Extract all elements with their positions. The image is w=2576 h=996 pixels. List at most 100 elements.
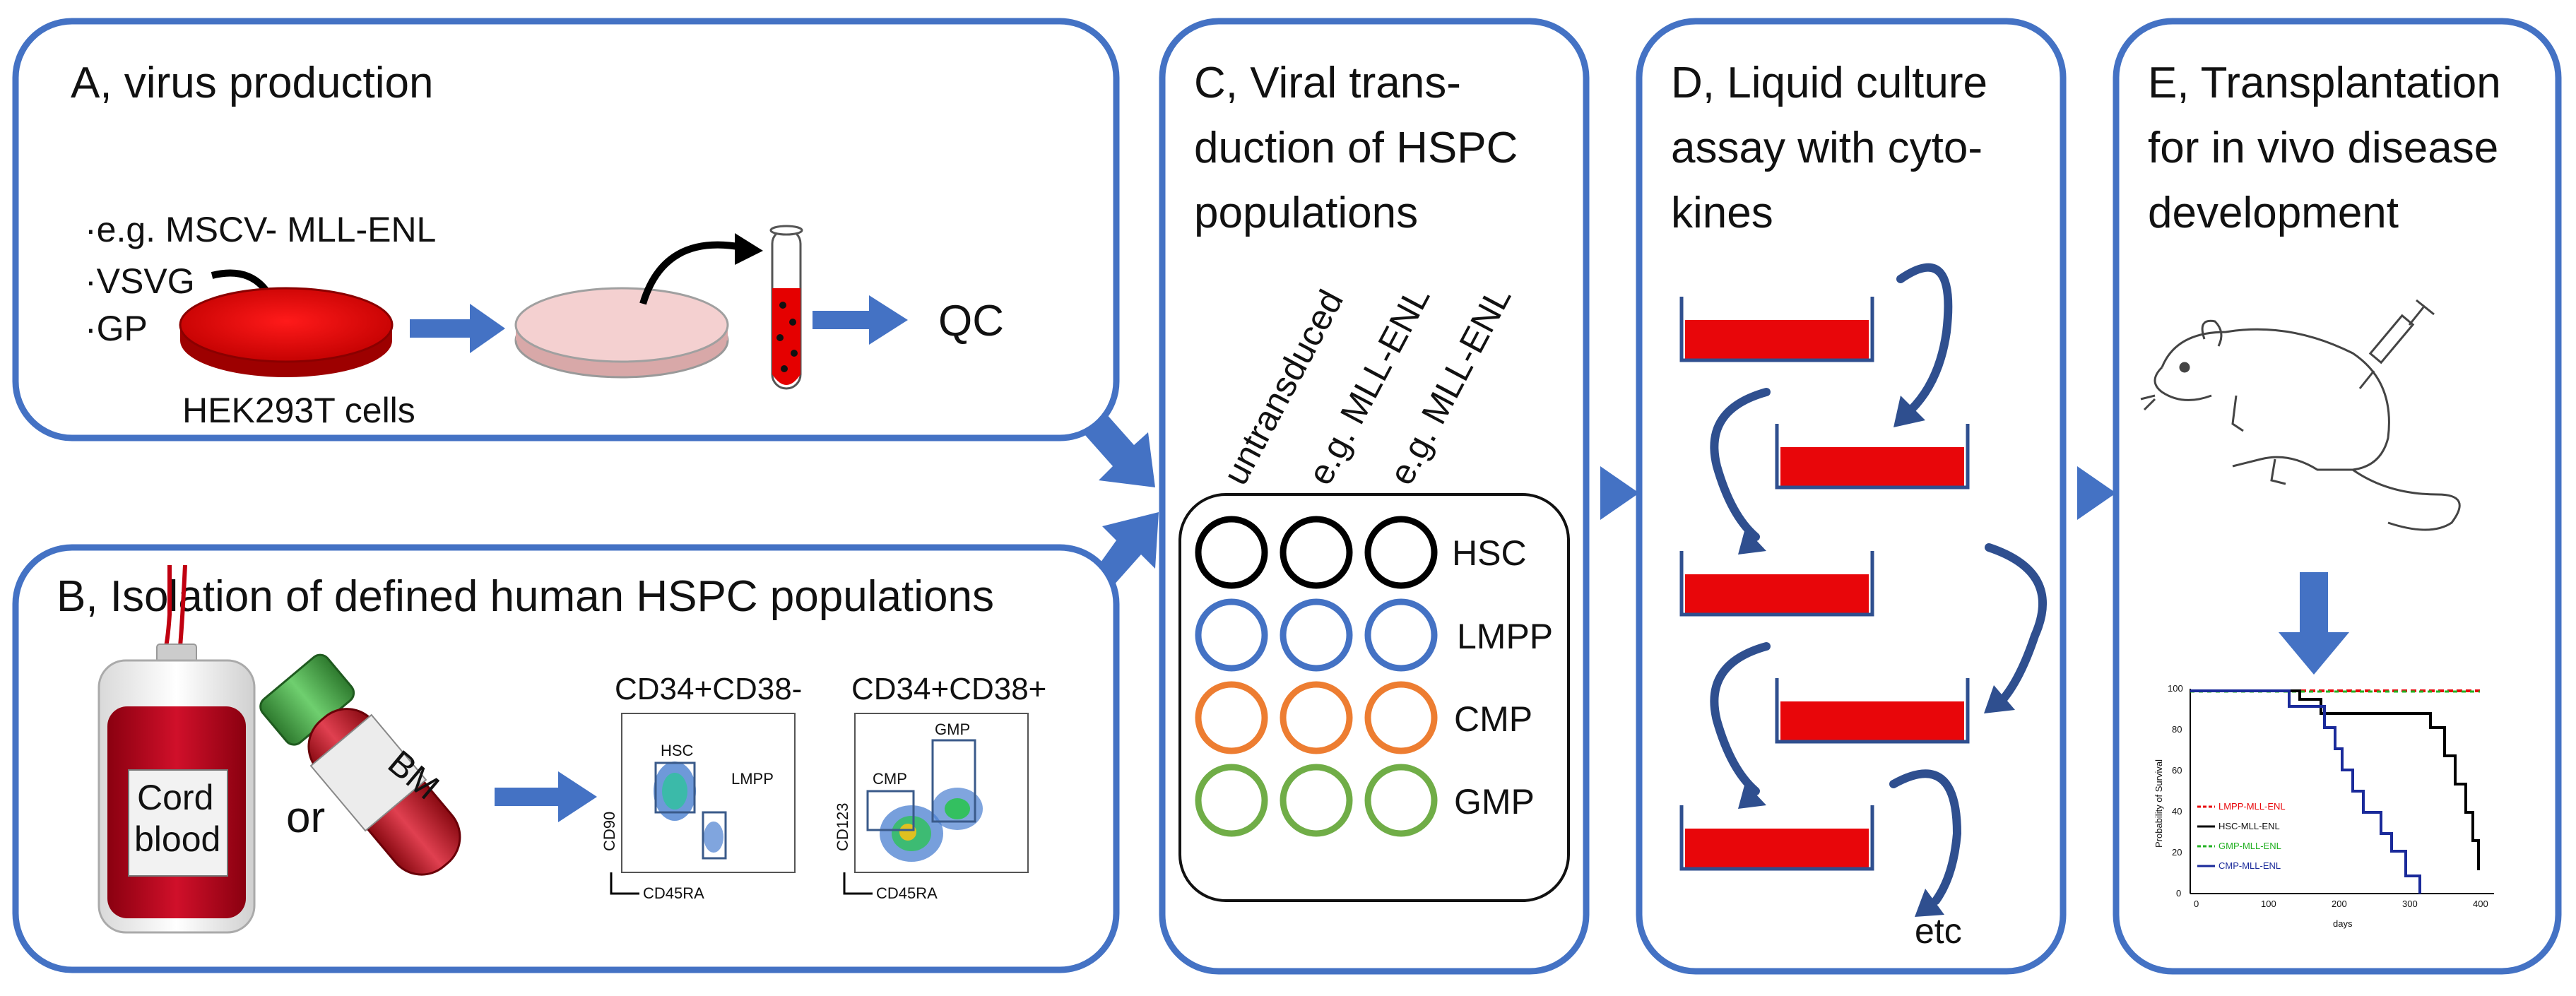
panel-c-title-line-3: populations — [1194, 189, 1418, 237]
facs-plot-1-title: CD34+CD38- — [615, 672, 802, 706]
virus-tube — [769, 225, 803, 390]
panel-e-title-line-2: for in vivo disease — [2148, 124, 2498, 172]
panel-c-title-line-1: C, Viral trans- — [1194, 59, 1461, 107]
flow-arrow-down-icon — [2279, 572, 2349, 675]
xtick-400: 400 — [2473, 899, 2488, 909]
panel-e: E, Transplantation for in vivo disease d… — [2113, 18, 2562, 975]
passage-arrow-icon — [1710, 642, 1771, 795]
panel-e-title-line-1: E, Transplantation — [2148, 59, 2501, 107]
gate-label-cmp: CMP — [873, 770, 907, 788]
xtick-200: 200 — [2332, 899, 2347, 909]
well-hsc-2 — [1280, 516, 1353, 589]
well-grid — [1195, 516, 1438, 837]
cells-label: HEK293T cells — [182, 391, 415, 430]
etc-label: etc — [1915, 911, 1962, 951]
well-gmp-3 — [1364, 764, 1438, 837]
gate-gmp — [931, 739, 976, 823]
panel-a: A, virus production ·e.g. MSCV- MLL-ENL … — [12, 18, 1120, 441]
gate-label-lmpp: LMPP — [731, 770, 774, 788]
arrowhead-icon — [1893, 396, 1925, 427]
panel-d: D, Liquid culture assay with cyto- kines — [1636, 18, 2067, 975]
passage-arrow-icon — [1889, 769, 1962, 905]
well-cmp-2 — [1280, 681, 1353, 754]
flow-arrow-icon — [1600, 466, 1639, 520]
flow-arrow-icon — [813, 295, 908, 345]
panel-b: B, Isolation of defined human HSPC popul… — [12, 544, 1120, 973]
xtick-0: 0 — [2194, 899, 2199, 909]
ytick-0: 0 — [2176, 888, 2181, 899]
well-hsc-1 — [1195, 516, 1268, 589]
survival-xlabel: days — [2333, 918, 2353, 929]
plasmid-label-2: ·VSVG — [85, 261, 195, 301]
ytick-labels: 0 20 40 60 80 100 — [2168, 683, 2183, 899]
survival-plot: Probability of Survival days 0 20 40 60 … — [2153, 683, 2494, 929]
ytick-60: 60 — [2172, 765, 2182, 776]
curve-hsc — [2190, 689, 2480, 870]
facs-plot-1-ylabel: CD90 — [601, 812, 618, 851]
plasmid-label-1: ·e.g. MSCV- MLL-ENL — [85, 210, 436, 249]
panel-a-title: A, virus production — [71, 59, 433, 107]
flow-arrow-icon — [2077, 466, 2116, 520]
xtick-300: 300 — [2402, 899, 2418, 909]
facs-scatter-cloud-2 — [880, 788, 983, 862]
arrowhead-icon — [735, 233, 763, 265]
flow-arrow-icon — [410, 304, 505, 353]
culture-tray-1 — [1679, 297, 1874, 362]
arrowhead-icon — [1984, 685, 2015, 713]
pink-culture-dish — [514, 287, 729, 379]
culture-tray-3 — [1679, 551, 1874, 617]
bag-label-cord: Cord — [137, 778, 213, 817]
well-lmpp-3 — [1364, 598, 1438, 672]
qc-label: QC — [938, 297, 1004, 345]
panel-b-title: B, Isolation of defined human HSPC popul… — [57, 572, 994, 621]
panel-e-title-line-3: development — [2148, 189, 2399, 237]
passage-arrow-icon — [1985, 543, 2048, 704]
plasmid-label-3: ·GP — [85, 309, 148, 348]
red-culture-dish — [179, 287, 394, 377]
harvest-arrow-icon — [639, 241, 743, 305]
well-gmp-1 — [1195, 764, 1268, 837]
or-label: or — [286, 793, 325, 842]
panel-e-frame — [2113, 18, 2562, 975]
row-label-cmp: CMP — [1454, 699, 1532, 739]
gate-hsc — [654, 761, 696, 814]
culture-tray-2 — [1775, 424, 1970, 490]
legend-cmp: CMP-MLL-ENL — [2218, 860, 2281, 871]
syringe-icon — [2358, 299, 2435, 389]
ytick-20: 20 — [2172, 847, 2182, 858]
facs-scatter-cloud-1 — [654, 761, 723, 853]
arrowhead-icon — [1915, 889, 1944, 917]
arrowhead-icon — [1738, 783, 1766, 809]
axis-corner-icon — [843, 872, 873, 895]
facs-plot-2: CD34+CD38+ CMP GMP CD123 CD45RA — [834, 672, 1046, 902]
facs-plot-1-xlabel: CD45RA — [643, 884, 704, 902]
gate-lmpp — [702, 811, 727, 860]
flow-arrow-icon — [1085, 413, 1155, 487]
well-hsc-3 — [1364, 516, 1438, 589]
gate-label-hsc: HSC — [661, 742, 694, 759]
legend-gmp: GMP-MLL-ENL — [2218, 841, 2281, 851]
panel-b-frame — [12, 544, 1120, 973]
xtick-labels: 0 100 200 300 400 — [2194, 899, 2488, 909]
well-lmpp-2 — [1280, 598, 1353, 672]
ytick-80: 80 — [2172, 724, 2182, 735]
facs-plot-2-title: CD34+CD38+ — [851, 672, 1046, 706]
well-gmp-2 — [1280, 764, 1353, 837]
panel-d-title-line-2: assay with cyto- — [1671, 124, 1983, 172]
facs-plot-1: CD34+CD38- HSC LMPP CD90 CD45RA — [601, 672, 802, 902]
bag-label-blood: blood — [134, 819, 220, 859]
ytick-100: 100 — [2168, 683, 2183, 694]
gate-label-gmp: GMP — [935, 721, 970, 738]
survival-legend: LMPP-MLL-ENL HSC-MLL-ENL GMP-MLL-ENL CMP… — [2197, 801, 2286, 871]
legend-hsc: HSC-MLL-ENL — [2218, 821, 2280, 831]
well-cmp-1 — [1195, 681, 1268, 754]
well-cmp-3 — [1364, 681, 1438, 754]
curve-cmp — [2190, 689, 2421, 894]
passage-arrow-icon — [1896, 263, 1953, 414]
panel-d-title-line-3: kines — [1671, 189, 1773, 237]
facs-plot-2-ylabel: CD123 — [834, 803, 851, 851]
row-label-gmp: GMP — [1454, 782, 1535, 822]
row-label-lmpp: LMPP — [1457, 617, 1553, 656]
passage-arrow-icon — [1710, 388, 1771, 541]
